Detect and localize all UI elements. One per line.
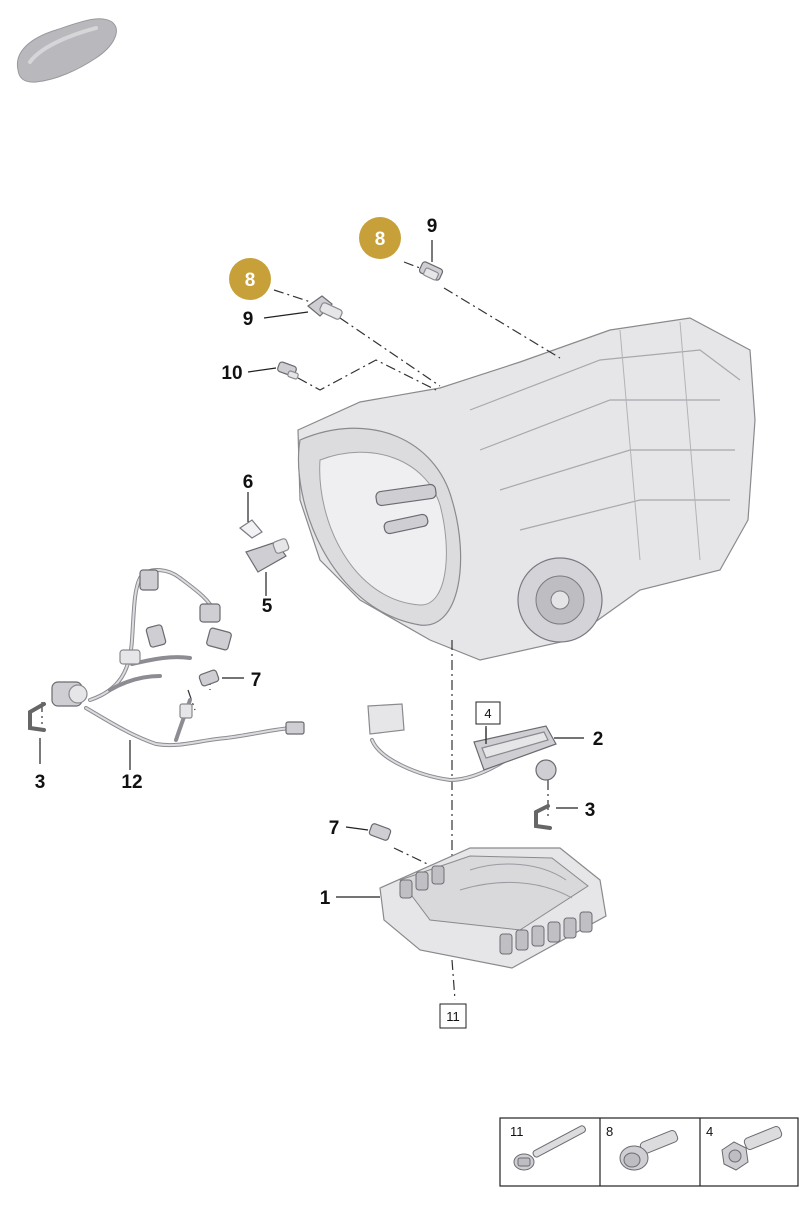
bolt-9-lower: [307, 295, 343, 320]
callout-12[interactable]: 12: [121, 772, 142, 793]
callout-labels: 9 9 10 6 5 7 2 3 3 12 7 1 4 11: [35, 216, 604, 1024]
sensor-7-upper: [198, 669, 220, 687]
callout-3-left[interactable]: 3: [35, 772, 46, 793]
bolt-9-upper: [418, 261, 444, 281]
callout-9-lower[interactable]: 9: [243, 309, 254, 330]
callout-10[interactable]: 10: [221, 363, 242, 384]
callout-8-lower: 8: [245, 270, 256, 291]
legend-label-4: 4: [706, 1124, 713, 1139]
callout-2[interactable]: 2: [593, 729, 604, 750]
callout-4[interactable]: 4: [484, 706, 491, 721]
legend-label-8: 8: [606, 1124, 613, 1139]
callout-3-right[interactable]: 3: [585, 800, 596, 821]
callout-9-upper[interactable]: 9: [427, 216, 438, 237]
callout-5[interactable]: 5: [262, 596, 273, 617]
sensor-5: [245, 538, 290, 573]
legend-cell-8[interactable]: 8: [606, 1124, 679, 1171]
highlight-marker-8-lower[interactable]: 8: [229, 258, 271, 300]
callout-7-lower[interactable]: 7: [329, 818, 340, 839]
sensor-7-lower: [368, 823, 392, 841]
clip-3-left: [28, 702, 46, 732]
callout-1[interactable]: 1: [320, 888, 331, 909]
leader-lines: [39, 240, 584, 898]
highlight-marker-8-upper[interactable]: 8: [359, 217, 401, 259]
callout-7-upper[interactable]: 7: [251, 670, 262, 691]
harness-2: [367, 703, 557, 782]
valve-body-1: [379, 847, 607, 969]
long-bolt-icon: [513, 1125, 586, 1171]
callout-8-upper: 8: [375, 229, 386, 250]
car-thumbnail-icon: [16, 18, 117, 83]
flange-bolt-icon: [619, 1130, 679, 1171]
legend-label-11: 11: [510, 1124, 524, 1139]
callout-4-box: [475, 701, 501, 725]
callout-6[interactable]: 6: [243, 472, 254, 493]
callout-11-box: [439, 1003, 467, 1029]
transmission-housing: [297, 317, 756, 661]
hex-flange-bolt-icon: [721, 1126, 783, 1171]
clip-6: [238, 519, 263, 539]
legend-cell-4[interactable]: 4: [706, 1124, 783, 1171]
callout-11[interactable]: 11: [446, 1009, 460, 1024]
fastener-legend: 11 8 4: [499, 1117, 799, 1187]
wiring-harness-12: [51, 568, 305, 748]
clip-3-right: [534, 804, 552, 830]
legend-cell-11[interactable]: 11: [510, 1124, 586, 1171]
sensor-10: [277, 361, 299, 380]
